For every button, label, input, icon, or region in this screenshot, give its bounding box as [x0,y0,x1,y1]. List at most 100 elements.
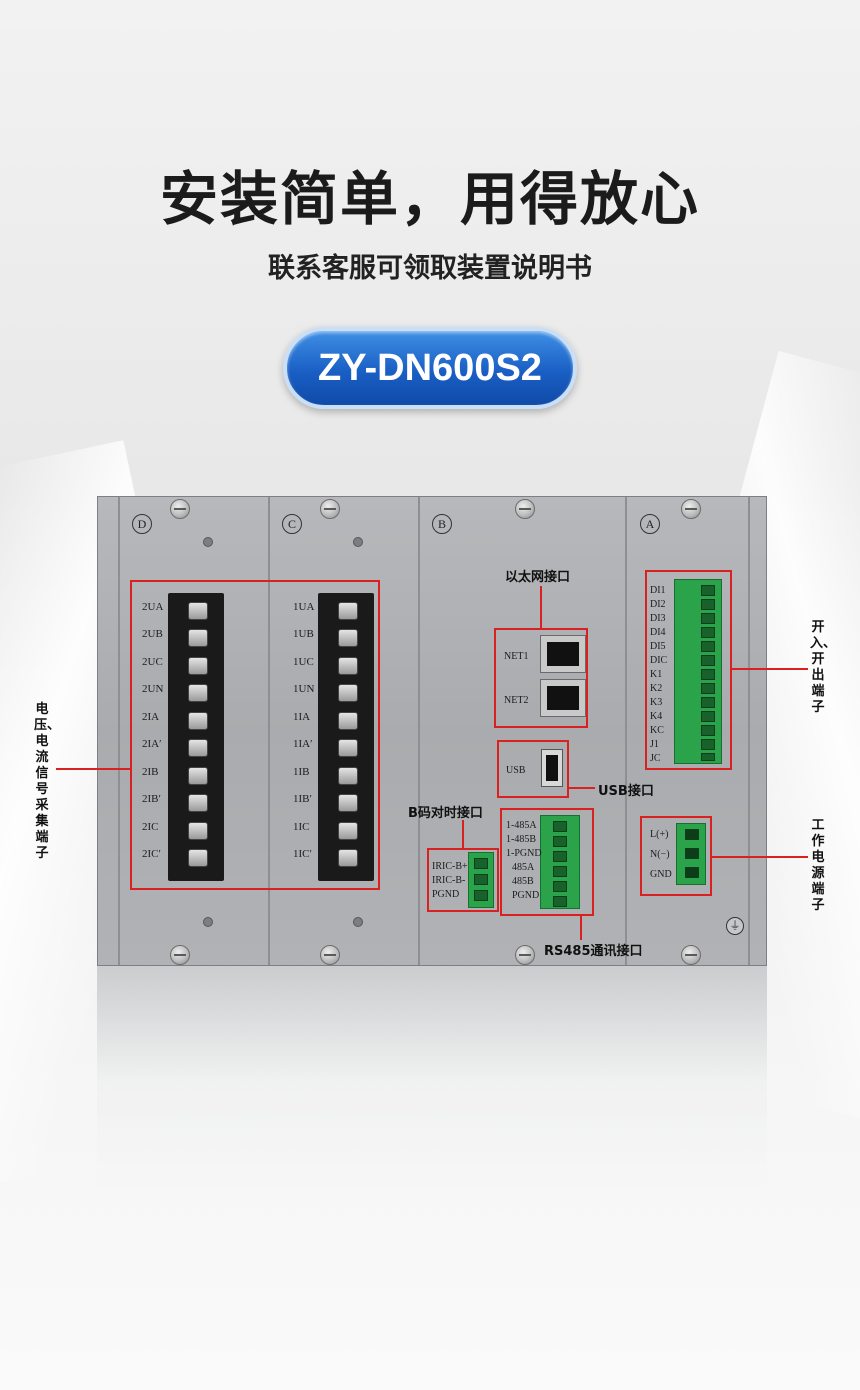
screw [170,499,190,519]
panel-divider [748,497,750,965]
screw [320,499,340,519]
io-label: K3 [650,697,663,708]
terminal-label: 1IC [293,821,310,833]
power-label: GND [650,869,672,880]
ground-icon: ⏚ [726,917,744,935]
panel-divider [118,497,120,965]
callout-usb: USB接口 [598,784,654,799]
terminal-label: 1IA [293,711,311,723]
terminal-label: 2IC [142,821,159,833]
terminal-block-d [168,593,224,881]
callout-line [569,787,595,789]
terminal-label: 2IB [142,766,159,778]
slot-label-b: B [432,514,452,534]
rs485-label: 1-PGND [506,848,542,859]
callout-line [580,916,582,940]
io-label: K4 [650,711,663,722]
device-reflection [97,966,767,1196]
screw [515,945,535,965]
callout-line [712,856,808,858]
io-label: K2 [650,683,663,694]
terminal-label: 1IB [293,766,310,778]
callout-box-ethernet [494,628,588,728]
irig-label: IRIC-B+ [432,861,468,872]
usb-port [541,749,563,787]
io-label: DI1 [650,585,666,596]
callout-box-bcode [427,848,499,912]
terminal-label: 2IB′ [142,793,161,805]
terminal-block-c [318,593,374,881]
rs485-label: 1-485A [506,820,537,831]
io-label: KC [650,725,664,736]
callout-rs485: RS485通讯接口 [544,944,643,959]
panel-dot [203,917,213,927]
subheadline: 联系客服可领取装置说明书 [268,253,592,284]
terminal-label: 1UC [293,656,314,668]
io-label: K1 [650,669,663,680]
power-label: L(+) [650,829,669,840]
panel-divider [418,497,420,965]
terminal-label: 1IA′ [293,738,313,750]
terminal-label: 2UN [142,683,164,695]
callout-line [732,668,808,670]
io-terminal-block [674,579,722,764]
io-label: DI2 [650,599,666,610]
rs485-label: 485A [512,862,535,873]
usb-port-label: USB [506,765,526,776]
net2-label: NET2 [504,695,529,706]
irig-label: PGND [432,889,460,900]
terminal-label: 1UA [293,601,315,613]
terminal-label: 1IB′ [293,793,312,805]
io-label: JC [650,753,661,764]
panel-dot [353,917,363,927]
slot-label-d: D [132,514,152,534]
terminal-label: 2UB [142,628,163,640]
callout-bcode: B码对时接口 [408,806,483,821]
callout-io: 开入、开出端子 [810,620,837,715]
callout-line [56,768,132,770]
io-label: DI4 [650,627,666,638]
power-label: N(−) [650,849,670,860]
io-label: DI5 [650,641,666,652]
terminal-label: 1UN [293,683,315,695]
callout-box-usb [497,740,569,798]
panel-divider [625,497,627,965]
terminal-label: 2IC′ [142,848,161,860]
device-rear-panel: D C B A 2UA 2UB 2UC 2UN 2IA 2IA′ 2IB 2IB… [97,496,767,966]
slot-label-a: A [640,514,660,534]
terminal-label: 1UB [293,628,314,640]
callout-power: 工作电源端子 [811,818,825,913]
model-badge: ZY-DN600S2 [283,327,577,409]
io-label: DIC [650,655,668,666]
callout-line [540,586,542,628]
irig-b-connector [468,852,494,908]
terminal-label: 1IC′ [293,848,312,860]
panel-divider [268,497,270,965]
headline: 安装简单，用得放心 [159,165,700,233]
callout-line [462,820,464,848]
screw [320,945,340,965]
panel-dot [203,537,213,547]
ethernet-port-net2 [540,679,586,717]
ethernet-port-net1 [540,635,586,673]
panel-dot [353,537,363,547]
rs485-label: 485B [512,876,534,887]
slot-label-c: C [282,514,302,534]
terminal-label: 2IA′ [142,738,162,750]
net1-label: NET1 [504,651,529,662]
irig-label: IRIC-B- [432,875,466,886]
io-label: DI3 [650,613,666,624]
rs485-label: PGND [512,890,540,901]
terminal-label: 2UC [142,656,163,668]
screw [515,499,535,519]
rs485-connector [540,815,580,909]
screw [681,945,701,965]
callout-ethernet: 以太网接口 [505,570,571,585]
terminal-label: 2UA [142,601,164,613]
callout-voltage-current: 电压、电流信号采集端子 [34,702,61,861]
io-label: J1 [650,739,659,750]
terminal-label: 2IA [142,711,160,723]
rs485-label: 1-485B [506,834,536,845]
screw [170,945,190,965]
callout-box-rs485 [500,808,594,916]
